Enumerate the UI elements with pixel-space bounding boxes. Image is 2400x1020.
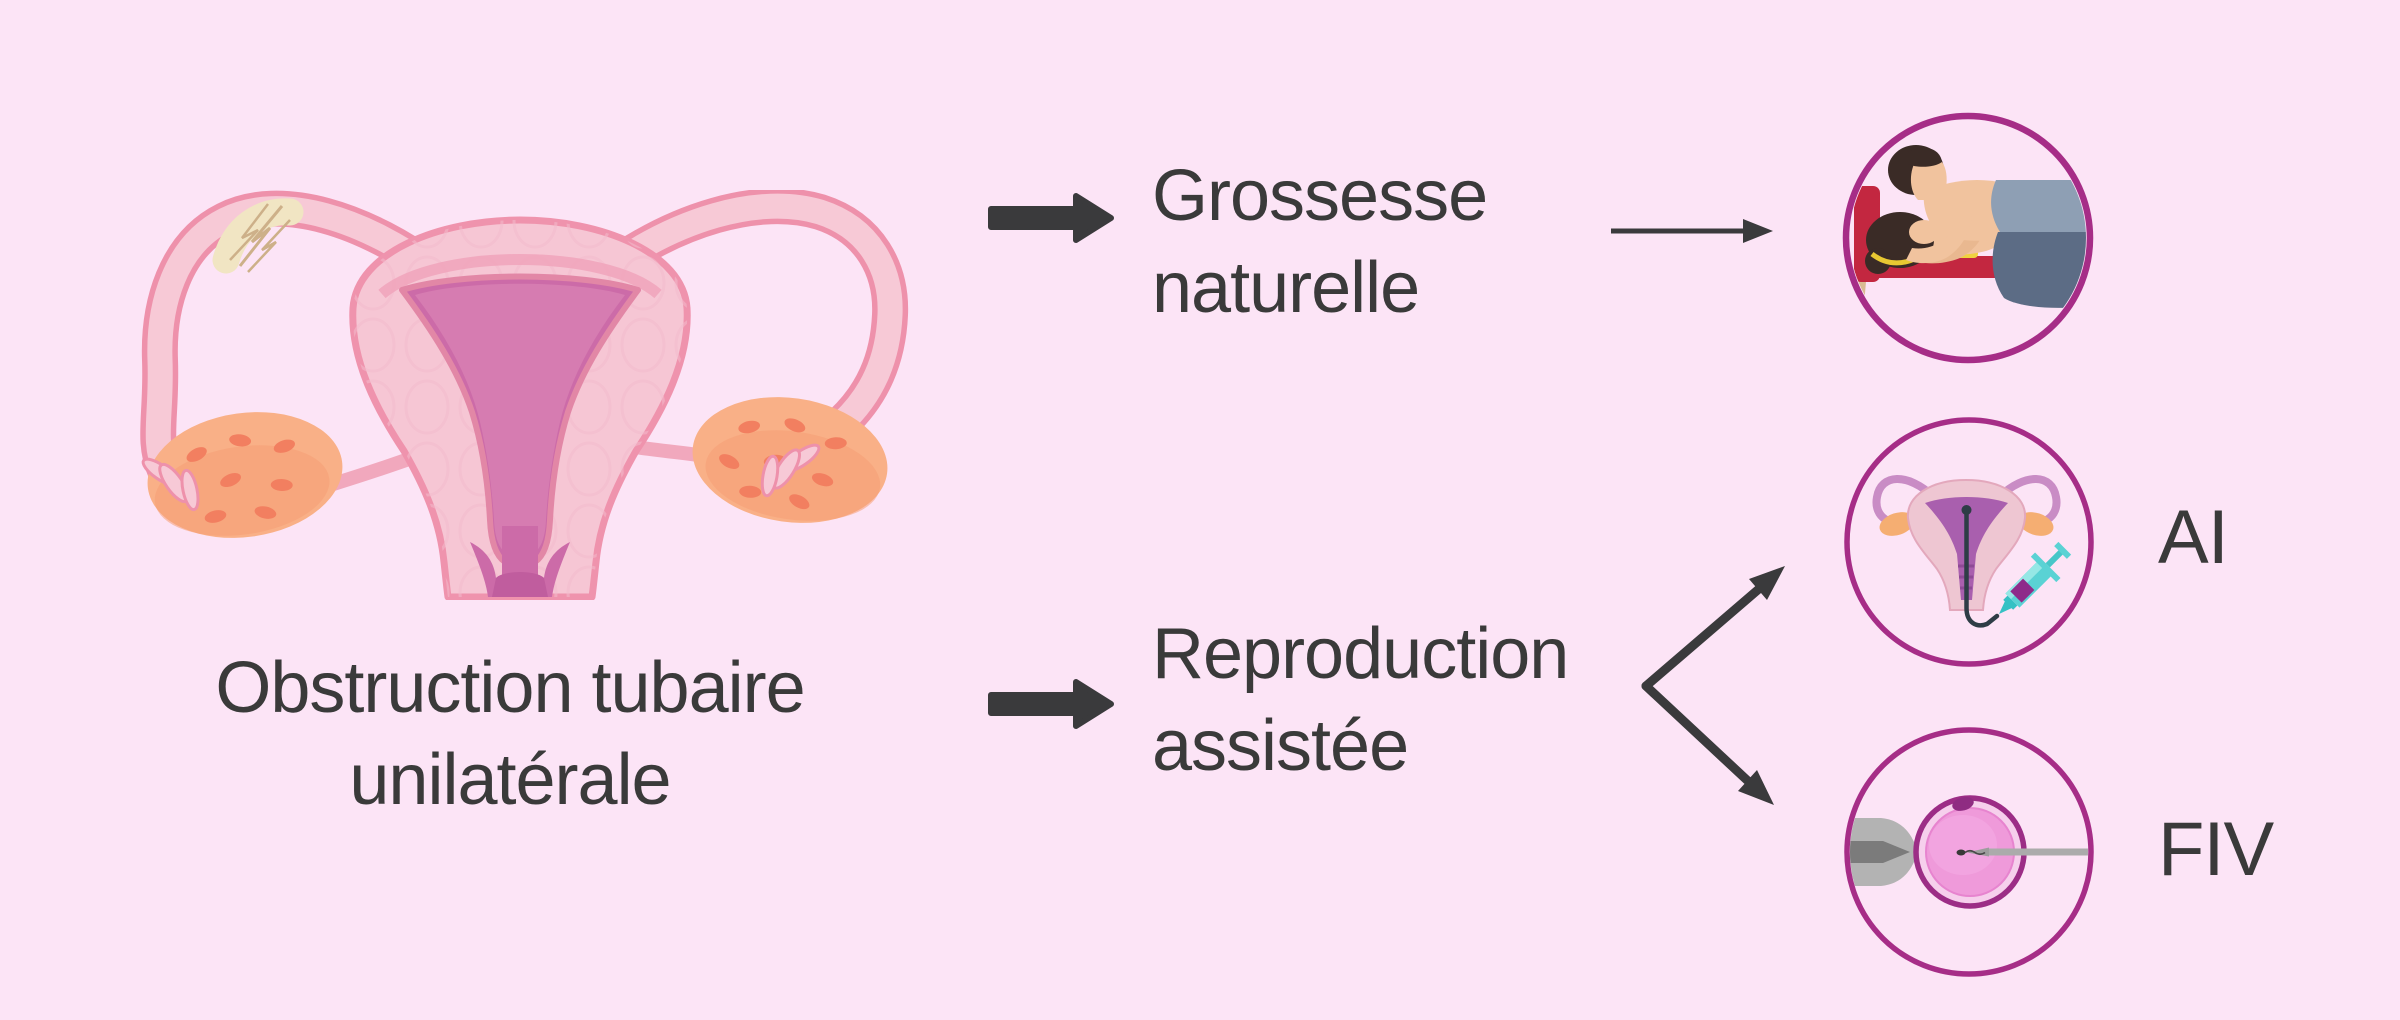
- circle-border: [1844, 727, 2094, 977]
- natural-line2: naturelle: [1152, 248, 1420, 328]
- uterine-cavity: [399, 273, 641, 597]
- woman-headband: [1870, 251, 1913, 266]
- circle-border: [1842, 112, 2094, 364]
- man-arm-front: [1906, 199, 1973, 264]
- intrauterine-insemination-icon: [1844, 417, 2094, 667]
- assisted-line1: Reproduction: [1152, 614, 1569, 694]
- natural-pregnancy-label: Grossesse naturelle: [1152, 150, 1488, 334]
- polar-body: [1952, 797, 1974, 811]
- fallopian-tube-left: [140, 190, 458, 488]
- ai-label: AI: [2158, 495, 2229, 580]
- arrow-to-couple-icon: [1611, 219, 1773, 243]
- fimbriae-right: [760, 443, 821, 498]
- block-arrow-natural-icon: [988, 193, 1114, 243]
- man-hair-fringe: [1908, 147, 1942, 167]
- fimbriae-left: [141, 457, 200, 512]
- ivf-icsi-icon: [1844, 727, 2094, 977]
- syringe: [1999, 541, 2072, 614]
- mini-ovary-left: [1879, 512, 1915, 536]
- blanket-lower: [1992, 232, 2086, 308]
- condition-label: Obstruction tubaire unilatérale: [140, 642, 880, 826]
- condition-line1: Obstruction tubaire: [215, 648, 805, 728]
- man-face: [1910, 156, 1947, 200]
- blanket-upper: [1991, 180, 2086, 232]
- assisted-line2: assistée: [1152, 706, 1409, 786]
- woman-face: [1909, 220, 1939, 244]
- insemination-catheter: [1961, 505, 2000, 628]
- assisted-reproduction-label: Reproduction assistée: [1152, 608, 1569, 792]
- injection-needle: [1967, 847, 2088, 857]
- couple-in-bed-icon: [1842, 112, 2094, 364]
- branch-arrows-icon: [1641, 566, 1785, 805]
- holding-pipette: [1850, 818, 1919, 886]
- tubal-obstruction: [212, 198, 304, 274]
- fiv-label: FIV: [2158, 807, 2274, 892]
- sperm-cell: [1956, 849, 1986, 856]
- natural-line1: Grossesse: [1152, 156, 1488, 236]
- woman-hair-bun: [1865, 248, 1891, 274]
- circle-border: [1844, 417, 2094, 667]
- block-arrow-assisted-icon: [988, 679, 1114, 729]
- condition-line2: unilatérale: [349, 740, 671, 820]
- mini-ovary-right: [2018, 512, 2054, 536]
- uterus-illustration: [140, 190, 909, 600]
